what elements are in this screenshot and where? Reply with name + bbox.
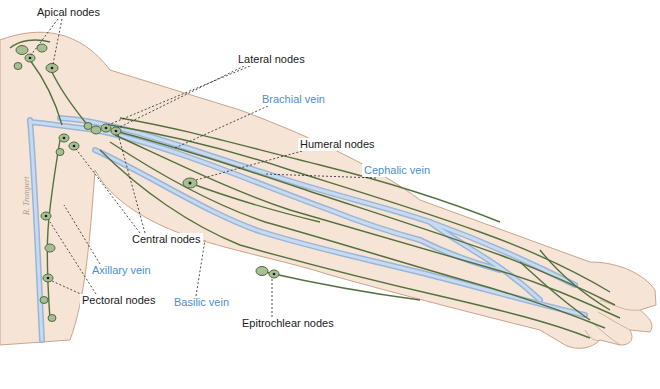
vein-label: Axillary vein [90,264,153,277]
node-group-label: Central nodes [130,233,203,246]
node-group-label: Lateral nodes [236,53,307,66]
node-group-label: Apical nodes [35,6,102,19]
vein-label: Brachial vein [260,93,327,106]
node-group-label: Humeral nodes [298,138,377,151]
node-group-label: Epitrochlear nodes [240,317,336,330]
vein-label: Cephalic vein [362,164,432,177]
signature: R. Trompert [22,177,31,215]
vein-label: Basilic vein [172,296,231,309]
node-group-label: Pectoral nodes [80,294,157,307]
